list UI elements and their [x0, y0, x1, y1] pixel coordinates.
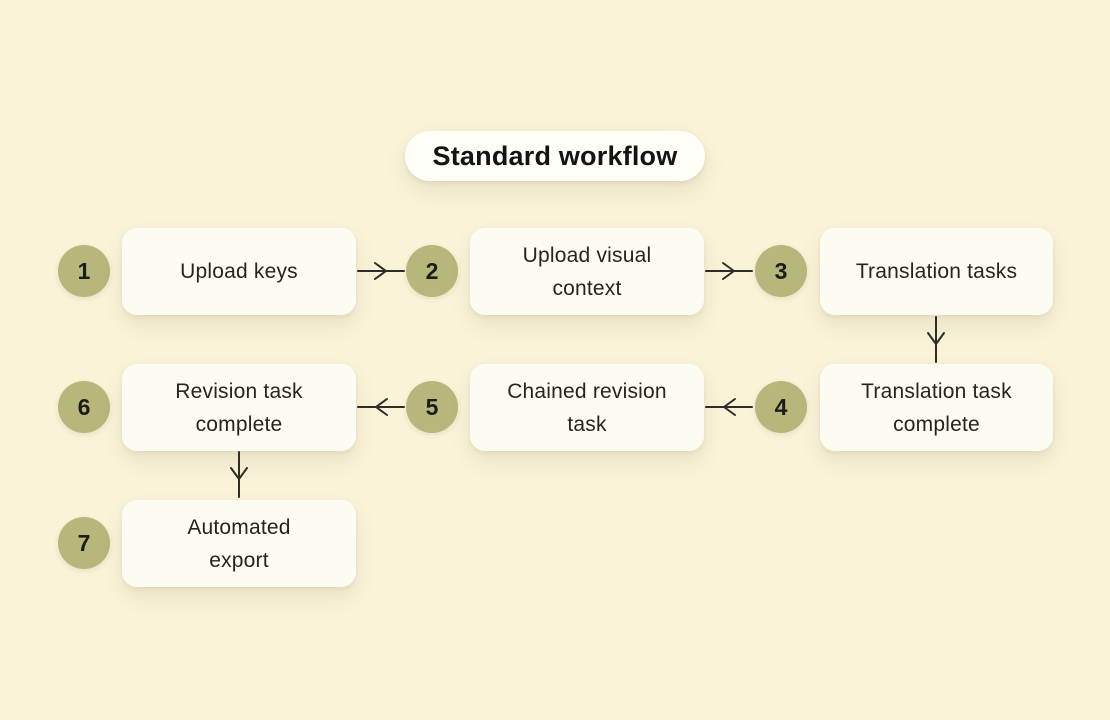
step-4-number-badge: 4: [755, 381, 807, 433]
arrow-4-to-5: [705, 398, 753, 416]
step-3-number-badge: 3: [755, 245, 807, 297]
arrow-head-right-icon: [374, 262, 387, 280]
step-5-number-badge: 5: [406, 381, 458, 433]
step-label: Upload visual context: [522, 243, 652, 300]
arrow-1-to-2: [357, 262, 405, 280]
step-label: Chained revision task: [507, 379, 667, 436]
step-number: 2: [425, 257, 439, 284]
arrow-head-right-icon: [722, 262, 735, 280]
arrow-3-to-4: [927, 316, 945, 363]
step-7-card: Automated export: [122, 500, 356, 587]
step-2-card: Upload visual context: [470, 228, 704, 315]
step-number: 1: [77, 257, 91, 284]
step-number: 5: [425, 393, 439, 420]
arrow-5-to-6: [357, 398, 405, 416]
step-number: 6: [77, 393, 91, 420]
arrow-6-to-7: [230, 451, 248, 498]
step-number: 7: [77, 529, 91, 556]
step-label: Revision task complete: [175, 379, 303, 436]
step-4-card: Translation task complete: [820, 364, 1053, 451]
step-number: 4: [774, 393, 788, 420]
step-label: Translation task complete: [861, 379, 1012, 436]
step-6-card: Revision task complete: [122, 364, 356, 451]
step-6-number-badge: 6: [58, 381, 110, 433]
step-label: Translation tasks: [855, 260, 1018, 283]
step-5-card: Chained revision task: [470, 364, 704, 451]
diagram-title: Standard workflow: [432, 140, 678, 171]
arrow-head-down-icon: [927, 332, 945, 345]
step-number: 3: [774, 257, 788, 284]
step-3-card: Translation tasks: [820, 228, 1053, 315]
arrow-head-down-icon: [230, 467, 248, 480]
arrow-2-to-3: [705, 262, 753, 280]
step-label: Automated export: [187, 515, 291, 572]
step-1-card: Upload keys: [122, 228, 356, 315]
arrow-head-left-icon: [375, 398, 388, 416]
title-pill: Standard workflow: [405, 131, 705, 181]
step-7-number-badge: 7: [58, 517, 110, 569]
step-1-number-badge: 1: [58, 245, 110, 297]
arrow-head-left-icon: [723, 398, 736, 416]
step-2-number-badge: 2: [406, 245, 458, 297]
step-label: Upload keys: [180, 260, 298, 283]
